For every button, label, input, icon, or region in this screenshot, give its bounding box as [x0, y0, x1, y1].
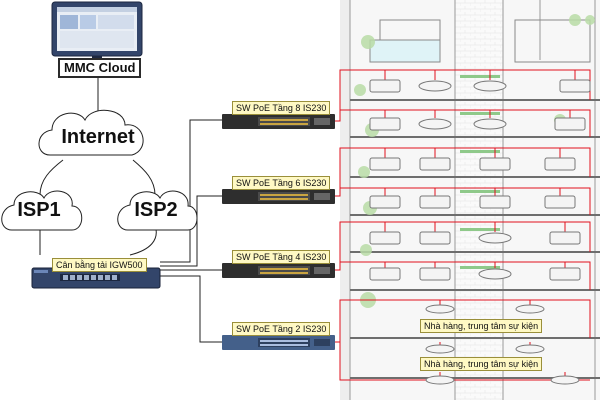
load-balancer-device-icon [31, 267, 161, 289]
access-point-icon [419, 231, 451, 245]
access-point-icon [478, 232, 512, 244]
access-point-icon [425, 344, 455, 354]
isp1-label: ISP1 [17, 199, 61, 221]
access-point-icon [418, 80, 452, 92]
access-point-icon [369, 117, 401, 131]
access-point-icon [473, 80, 507, 92]
zone-label: Nhà hàng, trung tâm sự kiện [420, 357, 543, 371]
access-point-icon [559, 79, 591, 93]
access-point-icon [544, 195, 576, 209]
isp1-cloud-icon [1, 190, 83, 231]
access-point-icon [419, 157, 451, 171]
monitor-icon [51, 1, 143, 60]
access-point-icon [369, 267, 401, 281]
access-point-icon [418, 118, 452, 130]
switch-floor-4-label: SW PoE Tầng 4 IS230 [232, 250, 331, 264]
access-point-icon [515, 344, 545, 354]
switch-floor-8-icon [222, 114, 335, 129]
access-point-icon [369, 157, 401, 171]
poe-links [335, 69, 591, 381]
switch-floor-4-icon [222, 263, 335, 278]
switch-floor-2-label: SW PoE Tầng 2 IS230 [232, 322, 331, 336]
access-point-icon [479, 195, 511, 209]
access-point-icon [425, 375, 455, 385]
switch-floor-2-icon [222, 335, 335, 350]
gateway-label: Cân bằng tải IGW500 [52, 258, 147, 272]
access-point-icon [419, 267, 451, 281]
access-point-icon [478, 268, 512, 280]
isp2-label: ISP2 [134, 199, 178, 221]
access-point-icon [425, 304, 455, 314]
access-point-icon [544, 157, 576, 171]
switch-floor-8-label: SW PoE Tầng 8 IS230 [232, 101, 331, 115]
access-point-icon [515, 304, 545, 314]
switch-floor-6-label: SW PoE Tầng 6 IS230 [232, 176, 331, 190]
access-point-icon [549, 231, 581, 245]
access-points [369, 79, 591, 385]
zone-label: Nhà hàng, trung tâm sự kiện [420, 319, 543, 333]
access-point-icon [473, 118, 507, 130]
internet-label: Internet [61, 126, 135, 148]
mmc-cloud-label: MMC Cloud [58, 58, 142, 78]
access-point-icon [479, 157, 511, 171]
access-point-icon [369, 195, 401, 209]
access-point-icon [554, 117, 586, 131]
internet-cloud-icon [38, 109, 144, 156]
access-point-icon [369, 231, 401, 245]
access-point-icon [419, 195, 451, 209]
switch-floor-6-icon [222, 189, 335, 204]
access-point-icon [549, 267, 581, 281]
access-point-icon [369, 79, 401, 93]
access-point-icon [550, 375, 580, 385]
isp2-cloud-icon [117, 190, 198, 231]
